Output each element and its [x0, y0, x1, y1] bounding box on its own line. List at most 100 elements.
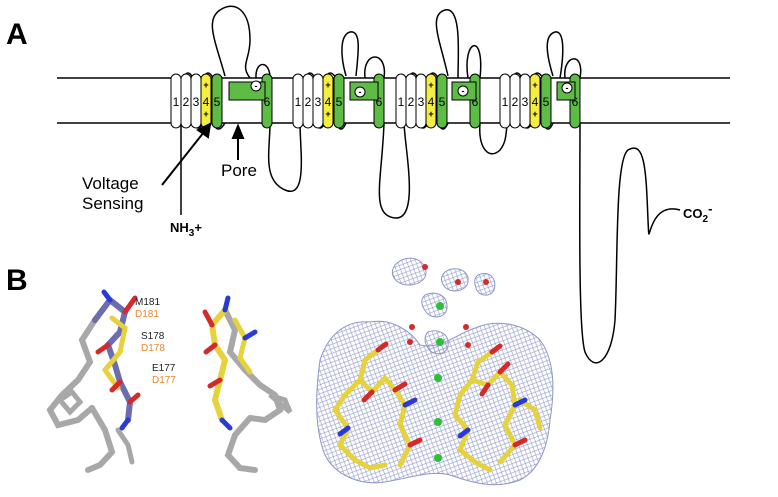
c-terminal-tail — [578, 122, 681, 364]
voltage-sensing-label-line2: Sensing — [82, 194, 143, 213]
loop-d2-s5-pore — [341, 31, 359, 77]
loop-d4-s5-pore — [546, 31, 564, 79]
density-mesh-top — [441, 268, 469, 292]
s4-charge-label: + — [325, 80, 330, 90]
helix-label: 2 — [408, 95, 415, 109]
density-atoms — [407, 264, 489, 462]
helix-s5 — [333, 73, 345, 129]
helix-label: 5 — [543, 95, 550, 109]
helix-label: 4 — [532, 95, 539, 109]
helix-label: 3 — [193, 95, 200, 109]
loop-d1-pore-s6 — [255, 63, 271, 79]
voltage-arrow-line — [161, 131, 205, 186]
density-mesh-top — [391, 257, 427, 286]
water-sphere — [422, 264, 428, 270]
water-sphere — [463, 324, 469, 330]
residue-wt-label: S178 — [141, 331, 165, 342]
s4-charge-label: + — [203, 80, 208, 90]
s4-charge-label: + — [428, 109, 433, 119]
pore-charge-label: - — [359, 87, 362, 97]
helix-label: 5 — [439, 95, 446, 109]
c-terminus-label: CO2- — [683, 201, 712, 225]
loop-d3-s5-pore — [435, 9, 460, 79]
helix-label: 3 — [315, 95, 322, 109]
water-sphere — [483, 279, 489, 285]
s4-charge-label: + — [203, 109, 208, 119]
helix-label: 3 — [418, 95, 425, 109]
s4-charge-label: + — [428, 80, 433, 90]
charge-circle-d1 — [250, 80, 262, 92]
helix-label: 6 — [264, 95, 271, 109]
pore-charge-label: - — [255, 81, 258, 91]
panel-letter-b: B — [6, 264, 28, 297]
helix-s4 — [322, 73, 334, 129]
structure-left — [46, 289, 141, 473]
water-sphere — [407, 339, 413, 345]
voltage-sensing-label-line1: Voltage — [82, 174, 139, 193]
helix-label: 5 — [214, 95, 221, 109]
pore-charge-label: - — [462, 86, 465, 96]
ion-sphere — [436, 338, 444, 346]
helix-label: 3 — [522, 95, 529, 109]
loop-d3-s6-d4-down — [479, 122, 509, 155]
water-sphere — [455, 279, 461, 285]
charge-circle-d3 — [457, 85, 469, 97]
residue-mut-label: D178 — [141, 343, 165, 354]
pore-arrow-head — [231, 123, 245, 139]
loop-d4-pore-s6 — [564, 58, 582, 79]
helix-s4 — [529, 73, 541, 129]
helix-label: 1 — [295, 95, 302, 109]
water-sphere — [465, 342, 471, 348]
helix-label: 1 — [173, 95, 180, 109]
pore-label: Pore — [221, 161, 257, 180]
helix-label: 1 — [398, 95, 405, 109]
water-sphere — [409, 324, 415, 330]
charge-circle-d2 — [354, 86, 366, 98]
helix-s5 — [436, 73, 448, 129]
s4-charge-label: + — [325, 109, 330, 119]
helix-s5 — [540, 73, 552, 129]
helix-label: 5 — [336, 95, 343, 109]
residue-wt-label: M181 — [135, 297, 160, 308]
loop-d3-pore-s6 — [466, 44, 482, 79]
s4-charge-label: + — [532, 109, 537, 119]
pore-charge-label: - — [566, 83, 569, 93]
helix-label: 6 — [376, 95, 383, 109]
helix-label: 4 — [428, 95, 435, 109]
density-map — [316, 257, 554, 486]
helix-label: 4 — [325, 95, 332, 109]
density-mesh-mid — [421, 292, 448, 318]
annotation-arrows — [161, 122, 245, 186]
structure-middle — [202, 295, 293, 473]
voltage-arrow-head — [196, 122, 212, 139]
residue-labels: M181 D181 S178 D178 E177 D177 — [135, 297, 176, 386]
residue-mut-label: D177 — [152, 375, 176, 386]
helix-s4 — [425, 73, 437, 129]
helix-label: 2 — [183, 95, 190, 109]
helix-s5 — [211, 73, 223, 129]
residue-mut-label: D181 — [135, 309, 159, 320]
loop-d1-s5-pore-tall — [211, 5, 251, 79]
loop-d2-pore-s6 — [364, 56, 386, 79]
helix-label: 1 — [502, 95, 509, 109]
helix-label: 2 — [305, 95, 312, 109]
ion-sphere — [434, 454, 442, 462]
helix-label: 4 — [203, 95, 210, 109]
residue-wt-label: E177 — [152, 363, 176, 374]
n-terminus-label: NH3+ — [170, 220, 202, 239]
panel-letter-a: A — [6, 18, 28, 51]
helix-label: 6 — [572, 95, 579, 109]
loop-d1-s6-d2-down — [267, 122, 303, 193]
ion-sphere — [434, 374, 442, 382]
s4-charge-label: + — [532, 80, 537, 90]
pore-charges: ---- — [250, 80, 573, 98]
ion-sphere — [434, 418, 442, 426]
density-mesh-main — [316, 320, 554, 486]
charge-circle-d4 — [561, 82, 573, 94]
density-model-sticks — [331, 341, 543, 473]
loop-d2-s6-d3-down — [378, 122, 411, 219]
helix-label: 2 — [512, 95, 519, 109]
ion-sphere — [436, 302, 444, 310]
